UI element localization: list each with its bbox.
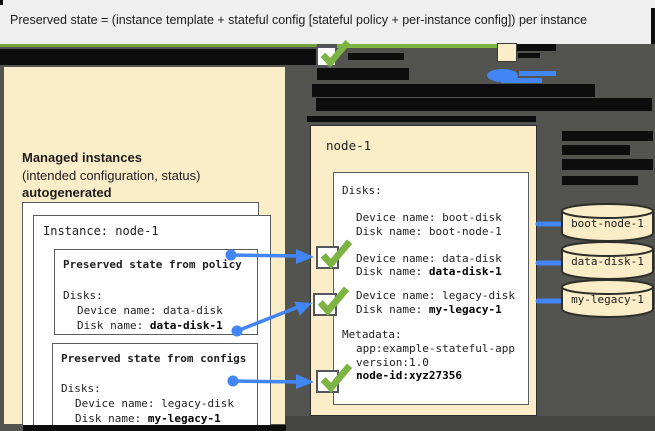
- panel-heading: Managed instances (intended configuratio…: [22, 149, 272, 202]
- device-name-line: Device name: data-disk: [63, 303, 223, 318]
- check-icon: [320, 363, 353, 394]
- check-icon: [320, 39, 351, 68]
- panel-heading-title: Managed instances: [22, 150, 142, 165]
- disk-label: my-legacy-1: [571, 293, 644, 306]
- boot-device-line: Device name: boot-disk: [356, 211, 502, 224]
- redaction-bar: [562, 131, 653, 141]
- instance-card: Instance: node-1 Preserved state from po…: [33, 215, 271, 431]
- disk-name-line: Disk name: data-disk-1: [63, 318, 223, 333]
- disk-label: data-disk-1: [571, 255, 644, 268]
- disk-cylinder-boot: boot-node-1: [560, 202, 655, 244]
- disk-label: Disk name:: [356, 265, 429, 278]
- policy-box-title: Preserved state from policy: [63, 258, 242, 271]
- metadata-node-id-line: node-id:xyz27356: [356, 369, 462, 382]
- disks-label: Disks:: [61, 382, 101, 395]
- redaction-bar: [562, 159, 653, 170]
- configs-box-title: Preserved state from configs: [61, 352, 247, 365]
- blue-mark: [501, 78, 542, 83]
- green-line-left: [0, 44, 317, 47]
- title-bar: Preserved state = (instance template + s…: [0, 0, 655, 44]
- blue-mark: [519, 71, 556, 76]
- disk-value: data-disk-1: [428, 265, 502, 278]
- legacy-disk-line: Disk name: my-legacy-1: [356, 303, 502, 317]
- boot-disk-line: Disk name: boot-node-1: [356, 224, 502, 238]
- node-panel-title: node-1: [326, 138, 372, 153]
- cylinder-icon: [561, 241, 654, 280]
- disk-name-line: Disk name: my-legacy-1: [61, 411, 221, 426]
- redaction-bar: [562, 176, 638, 185]
- cylinder-icon: [561, 279, 654, 318]
- data-device-line: Device name: data-disk: [356, 251, 502, 265]
- redaction-bar: [516, 44, 556, 51]
- redaction-bar: [348, 53, 404, 60]
- redaction-bar: [23, 425, 286, 431]
- instance-card-title: Instance: node-1: [43, 224, 159, 238]
- legacy-device-line: Device name: legacy-disk: [356, 289, 515, 302]
- redaction-bar: [317, 68, 409, 80]
- disk-value: my-legacy-1: [428, 302, 502, 316]
- node-disks-box: Disks: Device name: boot-disk Disk name:…: [333, 172, 529, 405]
- device-value: data-disk: [163, 304, 223, 317]
- device-value: legacy-disk: [161, 397, 234, 410]
- redaction-bar: [312, 84, 595, 97]
- checkbox-node-id: [316, 363, 353, 394]
- configs-state-box: Preserved state from configs Disks: Devi…: [52, 343, 258, 431]
- template-chip: [497, 43, 517, 62]
- disk-label: Disk name:: [356, 302, 429, 316]
- redaction-bar: [562, 145, 630, 155]
- panel-heading-note: autogenerated: [22, 185, 112, 200]
- disks-label: Disks:: [342, 184, 382, 197]
- device-label: Device name:: [77, 304, 164, 317]
- checkbox-template: [316, 39, 351, 68]
- device-name-line: Device name: legacy-disk: [61, 396, 234, 411]
- policy-state-box: Preserved state from policy Disks: Devic…: [54, 249, 258, 335]
- check-icon: [320, 239, 353, 270]
- diagram-title: Preserved state = (instance template + s…: [10, 13, 588, 27]
- metadata-version-line: version:1.0: [356, 355, 429, 369]
- bottom-band: [285, 416, 655, 431]
- managed-instances-panel: Managed instances (intended configuratio…: [4, 67, 285, 431]
- redaction-bar: [307, 116, 536, 122]
- metadata-label: Metadata:: [342, 328, 402, 341]
- redaction-bar: [518, 53, 540, 58]
- disk-cylinder-legacy: my-legacy-1: [560, 278, 655, 320]
- checkbox-data-disk: [316, 239, 353, 270]
- disks-label: Disks:: [63, 289, 103, 302]
- green-line-right: [337, 43, 497, 48]
- disk-value: data-disk-1: [149, 319, 223, 332]
- redaction-bar: [0, 49, 318, 65]
- checkbox-legacy-disk: [313, 286, 350, 317]
- panel-heading-sub: (intended configuration, status): [22, 167, 201, 183]
- disk-value: my-legacy-1: [147, 412, 221, 425]
- edge-mark: [651, 8, 655, 44]
- corner-mark: [0, 0, 3, 5]
- data-disk-line: Disk name: data-disk-1: [356, 265, 502, 279]
- cylinder-icon: [561, 203, 654, 242]
- redaction-bar: [316, 98, 652, 111]
- device-label: Device name:: [75, 397, 162, 410]
- disk-label: boot-node-1: [571, 217, 644, 230]
- disk-cylinder-data: data-disk-1: [560, 240, 655, 282]
- metadata-app-line: app:example-stateful-app: [356, 342, 515, 355]
- disk-label: Disk name:: [75, 412, 148, 425]
- disk-label: Disk name:: [77, 319, 150, 332]
- check-icon: [317, 286, 350, 317]
